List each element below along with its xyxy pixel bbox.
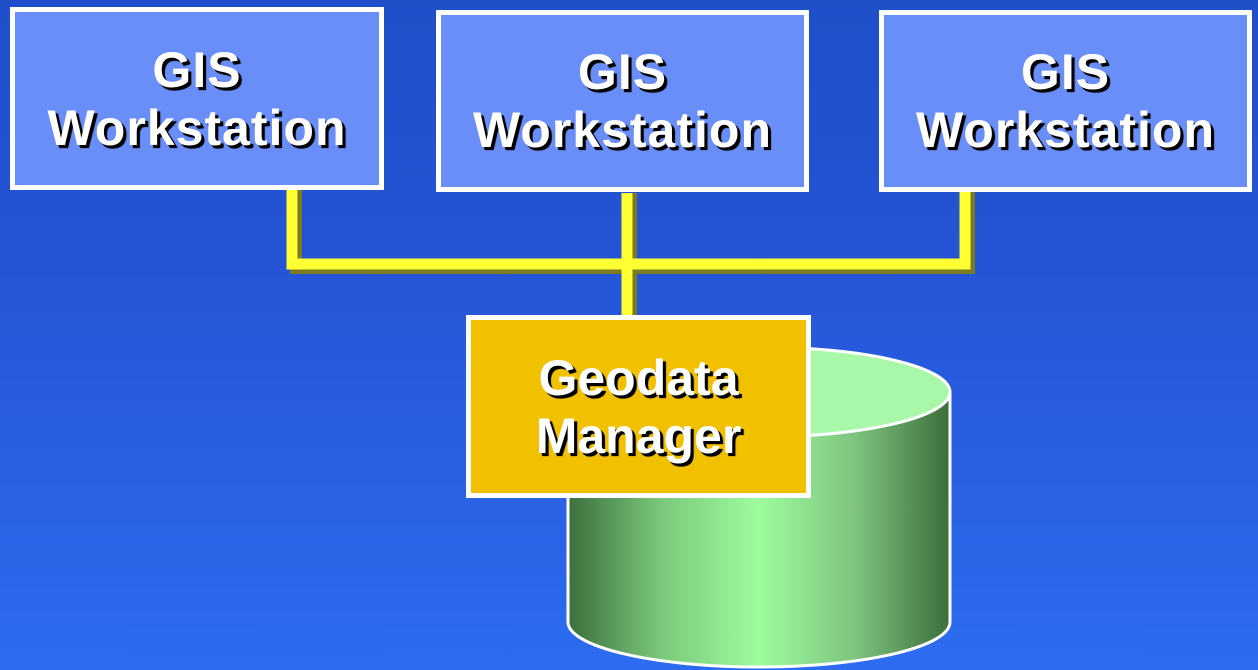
workstation-subtitle: Workstation: [916, 102, 1215, 158]
geodata-manager: Geodata Manager: [466, 315, 811, 498]
workstation-title: GIS: [1020, 44, 1111, 100]
geodata-manager-line-2: Manager: [535, 407, 742, 464]
gis-workstation-2: GIS Workstation: [436, 10, 809, 192]
geodata-manager-line-1: Geodata: [538, 349, 739, 406]
workstation-subtitle: Workstation: [47, 99, 347, 156]
workstation-title: GIS: [152, 41, 242, 98]
gis-workstation-1: GIS Workstation: [10, 7, 384, 190]
gis-workstation-3: GIS Workstation: [879, 10, 1252, 192]
workstation-subtitle: Workstation: [473, 102, 772, 158]
workstation-title: GIS: [577, 44, 668, 100]
connector-lines: [286, 190, 971, 318]
